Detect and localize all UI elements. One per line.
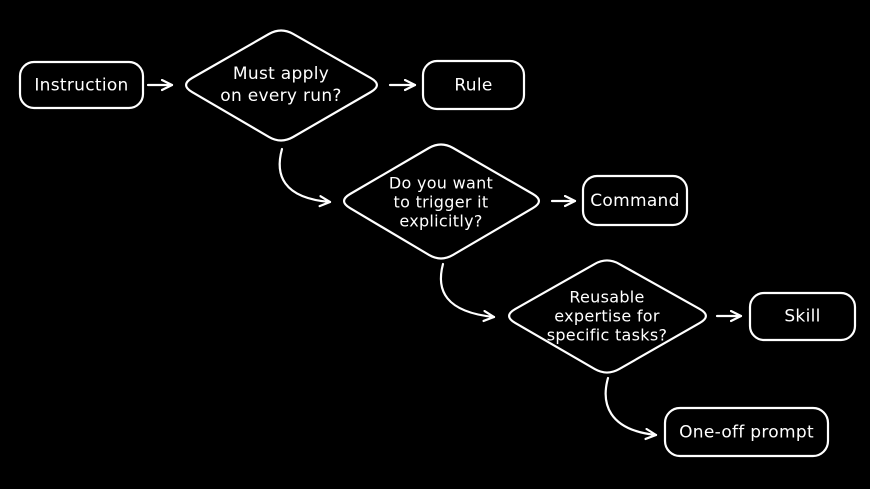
- node-q-trigger: Do you want to trigger it explicitly?: [342, 143, 541, 260]
- instruction-box: [18, 60, 145, 110]
- skill-box: [748, 291, 857, 342]
- q-reusable-line-2: expertise for: [554, 307, 660, 326]
- instruction-label: Instruction: [34, 76, 128, 96]
- node-command: Command: [581, 174, 689, 227]
- node-q-reusable: Reusable expertise for specific tasks?: [508, 259, 707, 374]
- arrow-q-trigger-to-q-reusable: [439, 262, 496, 317]
- q-trigger-line-1: Do you want: [389, 174, 493, 193]
- command-box: [581, 174, 689, 227]
- q-every-run-line-2: on every run?: [220, 86, 341, 106]
- command-label: Command: [590, 191, 679, 211]
- one-off-prompt-box: [663, 406, 830, 458]
- q-reusable-line-3: specific tasks?: [547, 326, 668, 345]
- arrow-q-every-run-to-q-trigger: [278, 147, 332, 202]
- node-rule: Rule: [421, 59, 526, 111]
- skill-label: Skill: [784, 307, 820, 327]
- node-skill: Skill: [748, 291, 857, 342]
- node-instruction: Instruction: [18, 60, 145, 110]
- q-reusable-line-1: Reusable: [569, 288, 644, 307]
- one-off-prompt-label: One-off prompt: [679, 423, 814, 443]
- rule-box: [421, 59, 526, 111]
- q-trigger-diamond: [342, 143, 541, 260]
- q-every-run-line-1: Must apply: [233, 64, 329, 84]
- arrow-q-reusable-to-one-off-prompt: [604, 376, 658, 435]
- rule-label: Rule: [454, 76, 492, 96]
- q-every-run-diamond: [184, 29, 379, 142]
- node-one-off-prompt: One-off prompt: [663, 406, 830, 458]
- q-trigger-line-3: explicitly?: [399, 212, 482, 231]
- q-reusable-diamond: [508, 259, 707, 374]
- node-q-every-run: Must apply on every run?: [184, 29, 379, 142]
- q-trigger-line-2: to trigger it: [394, 193, 489, 212]
